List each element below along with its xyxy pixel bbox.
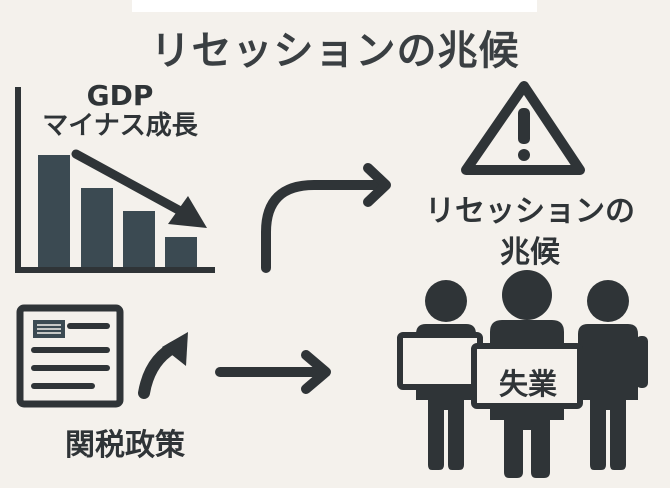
person-right: [578, 280, 648, 470]
gdp-label: GDP マイナス成長: [30, 79, 210, 142]
sign-left: [397, 332, 483, 390]
document-icon: [16, 304, 124, 408]
top-strip: [132, 0, 537, 12]
unemployed-people-icon: [397, 270, 648, 478]
bar-1: [38, 155, 70, 267]
gdp-decline-chart-icon: [15, 87, 215, 273]
gdp-label-line2: マイナス成長: [42, 111, 198, 142]
warning-label-line2: 兆候: [500, 234, 560, 270]
rising-arrow-icon: [138, 332, 188, 399]
warning-label: リセッションの 兆候: [410, 192, 650, 273]
unemployment-sign-text: 失業: [498, 367, 557, 401]
warning-label-line1: リセッションの: [425, 194, 635, 229]
decline-arrow-head: [168, 196, 207, 228]
right-arrow-icon: [215, 350, 331, 394]
sign-center: [471, 343, 583, 409]
bar-3: [123, 211, 155, 267]
curved-arrow-icon: [261, 163, 391, 273]
bar-4: [165, 237, 197, 267]
warning-icon: [461, 81, 585, 175]
chart-axes: [15, 87, 215, 273]
tariff-policy-label: 関税政策: [65, 428, 185, 463]
page-title: リセッションの兆候: [150, 28, 520, 74]
bar-2: [81, 188, 113, 267]
gdp-label-line1: GDP: [86, 79, 154, 112]
decline-arrow-shaft: [71, 149, 189, 218]
